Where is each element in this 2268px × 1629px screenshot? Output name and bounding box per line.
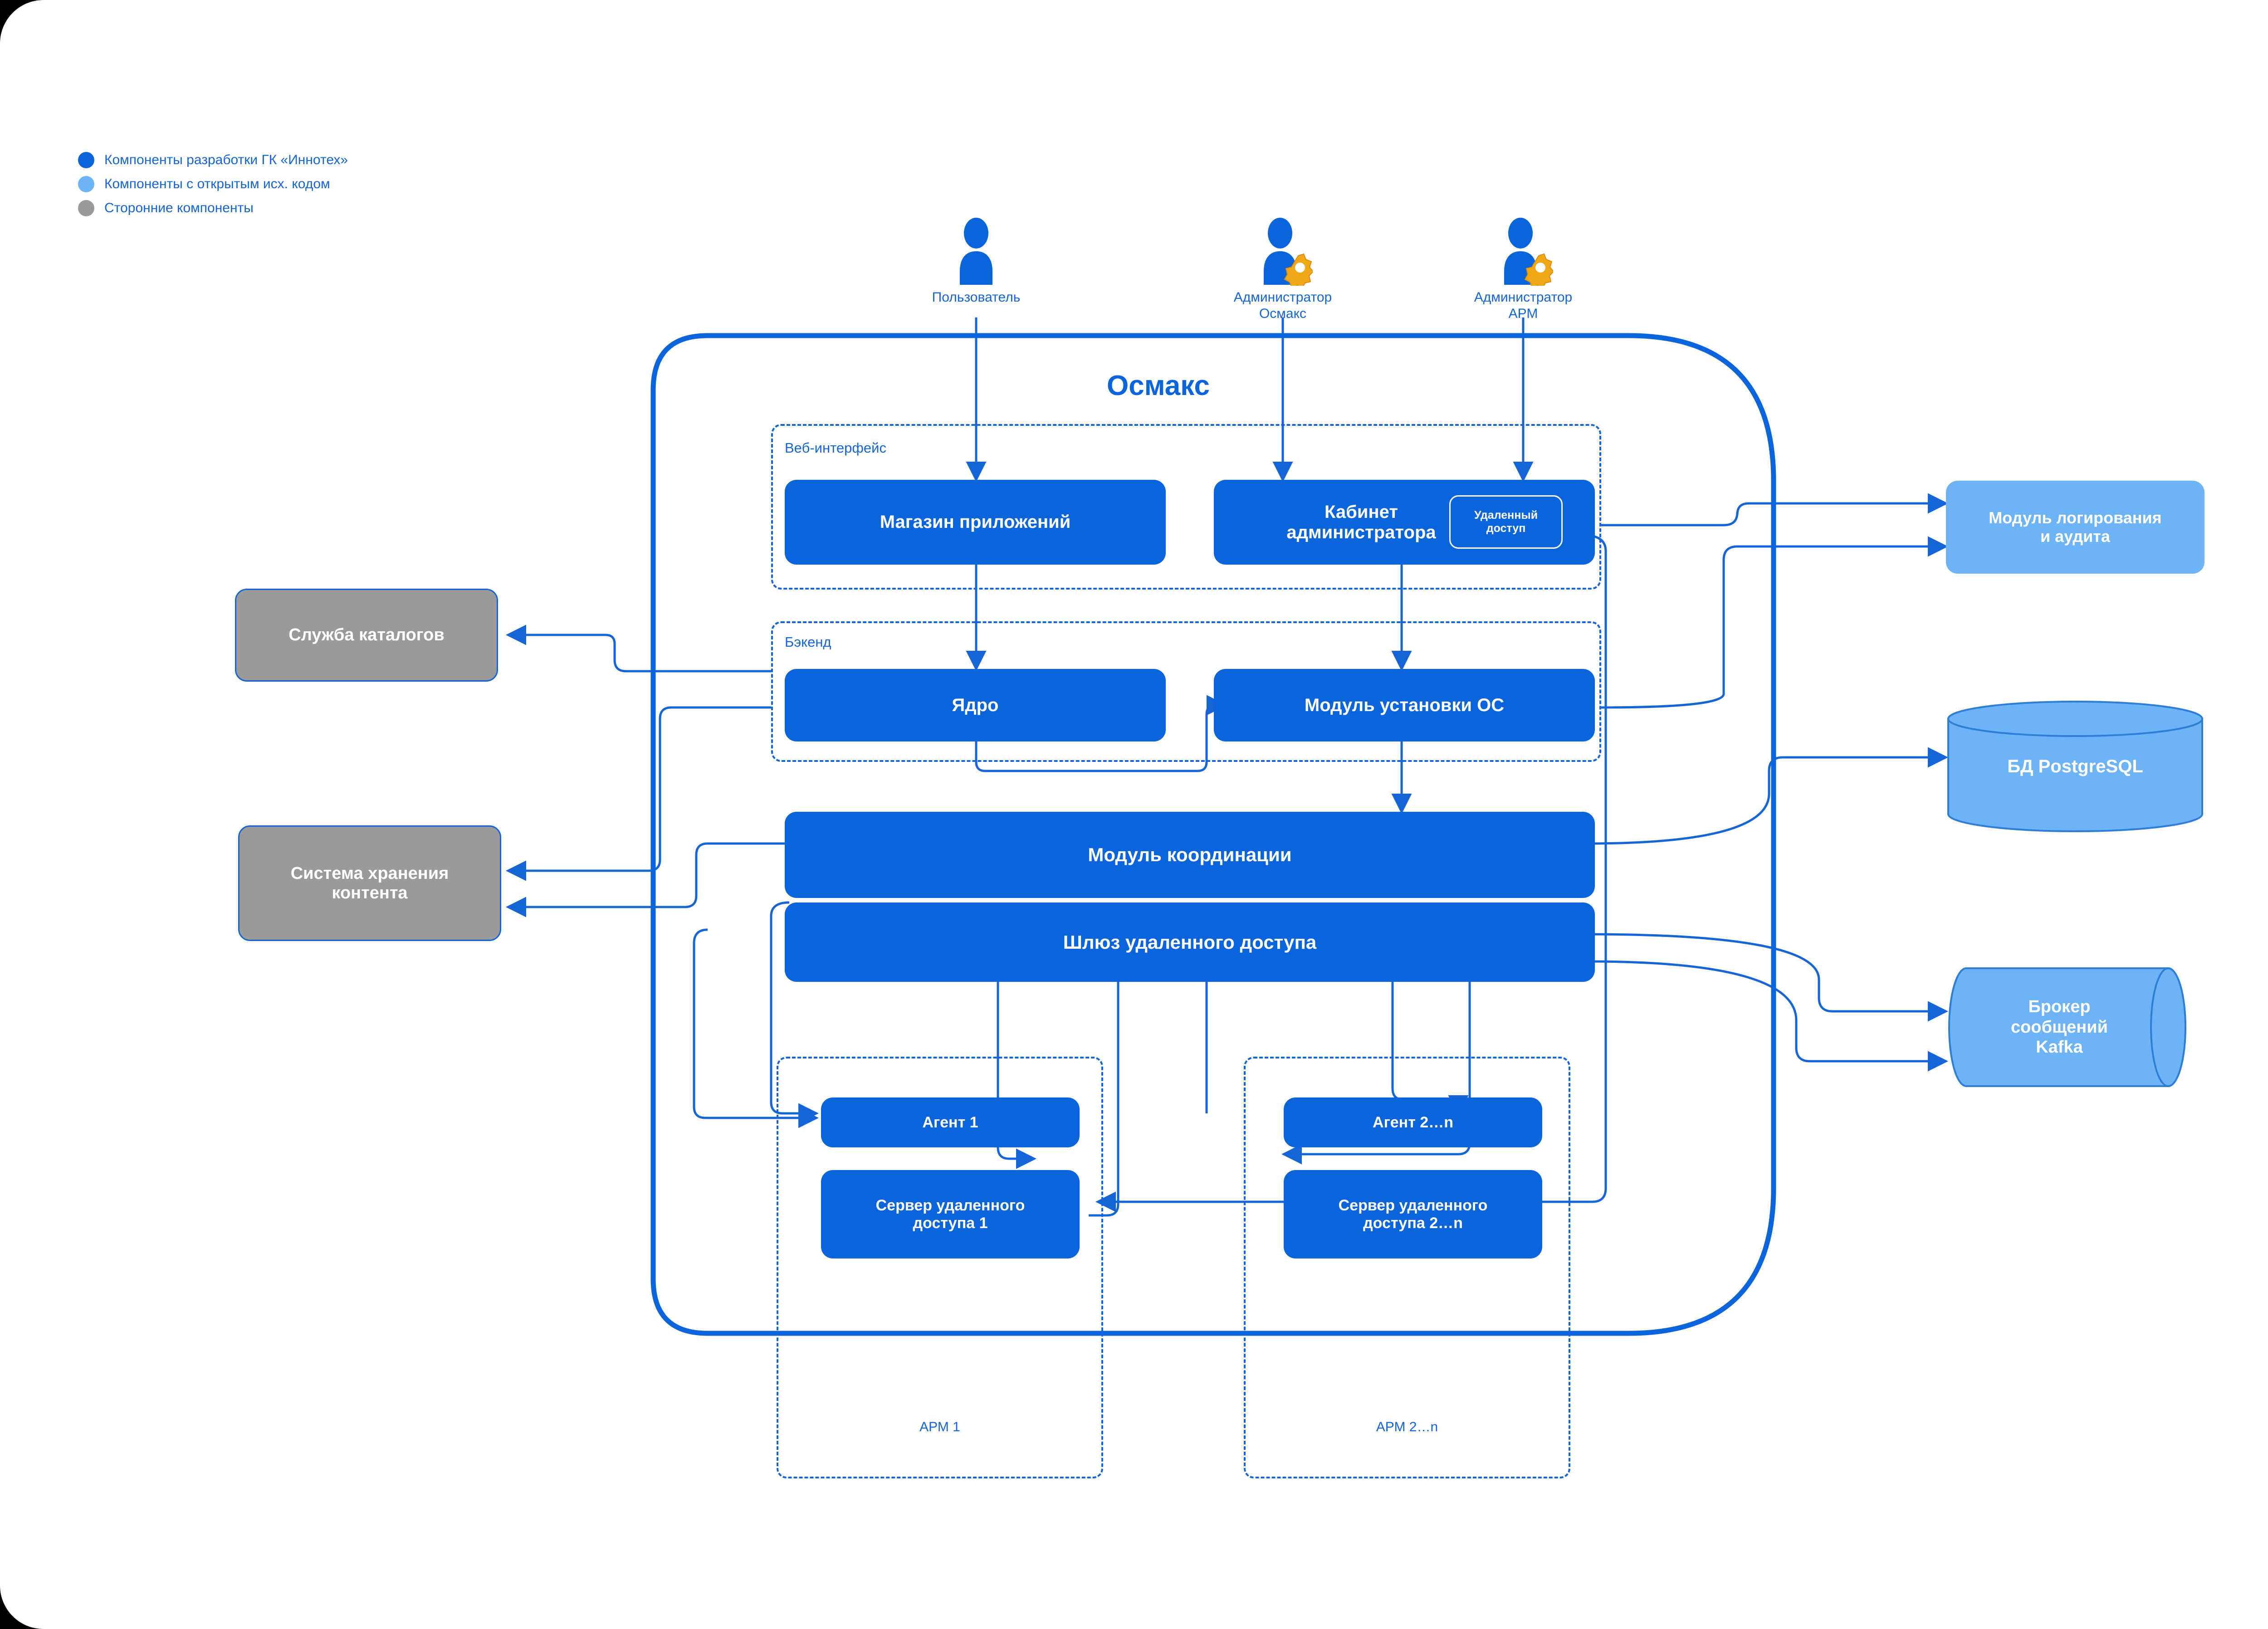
actor-label-user: Пользователь	[932, 290, 1021, 305]
legend-item-opensource: Компоненты с открытым исх. кодом	[78, 176, 348, 192]
actor-admin-osmax: Администратор Осмакс	[1228, 218, 1337, 322]
person-icon	[946, 218, 1006, 286]
person-gear-icon	[1253, 218, 1314, 289]
legend-item-thirdparty: Сторонние компоненты	[78, 200, 348, 216]
node-kafka-broker[interactable]: Брокер сообщений Kafka	[1946, 966, 2204, 1088]
legend-dot-opensource	[78, 176, 94, 192]
zone-label-web-interface: Веб-интерфейс	[785, 440, 886, 456]
legend: Компоненты разработки ГК «Иннотех» Компо…	[78, 152, 348, 224]
arm-label-1: АРМ 1	[919, 1419, 960, 1434]
node-remote-access-badge[interactable]: Удаленный доступ	[1449, 495, 1563, 549]
actor-admin-arm: Администратор АРМ	[1469, 218, 1578, 322]
arm-group-1	[777, 1057, 1103, 1478]
node-remote-server-2n[interactable]: Сервер удаленного доступа 2…n	[1284, 1170, 1542, 1258]
zone-label-backend: Бэкенд	[785, 634, 831, 650]
node-remote-gateway[interactable]: Шлюз удаленного доступа	[785, 902, 1595, 982]
actor-label-admin-osmax: Администратор Осмакс	[1233, 290, 1332, 321]
legend-item-inhouse: Компоненты разработки ГК «Иннотех»	[78, 152, 348, 168]
node-agent-2n[interactable]: Агент 2…n	[1284, 1097, 1542, 1147]
page-title: Осмакс	[1107, 370, 1210, 401]
legend-label-opensource: Компоненты с открытым исх. кодом	[104, 176, 330, 191]
message-queue-cylinder-icon	[1948, 967, 2186, 1087]
legend-label-inhouse: Компоненты разработки ГК «Иннотех»	[104, 152, 348, 167]
actor-user: Пользователь	[922, 218, 1031, 306]
node-content-storage[interactable]: Система хранения контента	[238, 825, 501, 941]
legend-label-thirdparty: Сторонние компоненты	[104, 200, 254, 215]
node-app-store[interactable]: Магазин приложений	[785, 480, 1166, 565]
arm-label-2n: АРМ 2…n	[1376, 1419, 1438, 1434]
node-remote-server-1[interactable]: Сервер удаленного доступа 1	[821, 1170, 1080, 1258]
node-agent-1[interactable]: Агент 1	[821, 1097, 1080, 1147]
actor-label-admin-arm: Администратор АРМ	[1474, 290, 1573, 321]
node-admin-cabinet[interactable]: Кабинет администратора	[1214, 480, 1595, 565]
node-coordination[interactable]: Модуль координации	[785, 812, 1595, 898]
zone-web-interface	[771, 424, 1601, 590]
zone-backend	[771, 621, 1601, 762]
arm-group-2n	[1244, 1057, 1570, 1478]
legend-dot-inhouse	[78, 152, 94, 168]
person-gear-icon	[1493, 218, 1554, 289]
node-logging-module[interactable]: Модуль логирования и аудита	[1946, 481, 2204, 574]
database-cylinder-icon	[1947, 701, 2203, 832]
node-core[interactable]: Ядро	[785, 669, 1166, 741]
node-postgres-db[interactable]: БД PostgreSQL	[1946, 701, 2204, 832]
node-kafka-broker-label: Брокер сообщений Kafka	[2011, 997, 2108, 1057]
node-os-install[interactable]: Модуль установки ОС	[1214, 669, 1595, 741]
osmax-boundary	[650, 333, 1776, 1336]
node-directory-service[interactable]: Служба каталогов	[235, 589, 498, 682]
legend-dot-thirdparty	[78, 200, 94, 216]
node-postgres-db-label: БД PostgreSQL	[2007, 756, 2143, 776]
